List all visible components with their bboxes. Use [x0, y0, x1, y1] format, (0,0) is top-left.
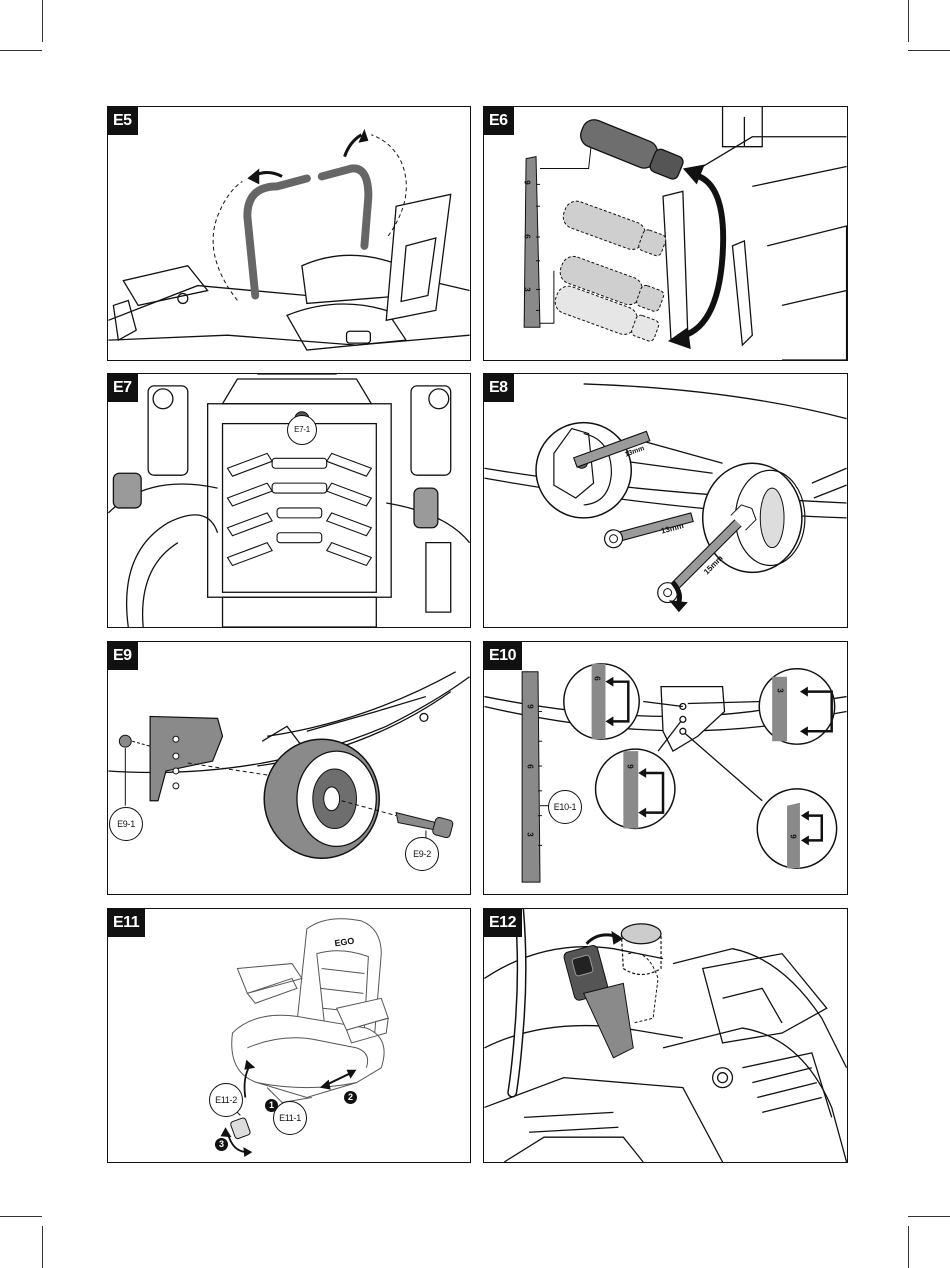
seat-logo: EGO	[334, 936, 355, 949]
scale-mark: 3	[525, 832, 535, 837]
figure-label: E8	[484, 374, 514, 402]
e6-illustration	[523, 107, 847, 360]
callout-e9-1: E9-1	[109, 807, 143, 841]
e10-illustration	[484, 663, 847, 883]
zoom-scale-mark: 9	[788, 834, 798, 839]
figure-e9: E9-1 E9-2 E9	[107, 641, 471, 895]
scale-mark: 9	[525, 704, 535, 709]
e7-illustration	[108, 374, 470, 627]
figure-label: E12	[484, 909, 522, 937]
figure-e11: EGO E11-2 E11-1 1 2 3 E11	[107, 908, 471, 1163]
crop-mark	[0, 1216, 42, 1217]
callout-e11-2: E11-2	[209, 1083, 243, 1117]
scale-mark: 3	[522, 287, 532, 292]
crop-mark	[908, 50, 950, 51]
e9-illustration	[108, 671, 470, 860]
crop-mark	[42, 1226, 43, 1268]
figure-label: E6	[484, 107, 514, 135]
scale-mark: 6	[525, 764, 535, 769]
crop-mark	[908, 1216, 950, 1217]
figure-e7: E7-1 E7	[107, 373, 471, 628]
e12-illustration	[484, 909, 847, 1162]
crop-mark	[908, 0, 909, 42]
crop-mark	[908, 1226, 909, 1268]
zoom-scale-mark: 9	[625, 764, 635, 769]
callout-e11-1: E11-1	[273, 1101, 307, 1135]
figure-e8: 13mm 13mm 15mm E8	[483, 373, 848, 628]
figure-label: E7	[108, 374, 138, 402]
callout-e9-2: E9-2	[405, 837, 439, 871]
figure-e12: E12	[483, 908, 848, 1163]
callout-e7-1: E7-1	[287, 415, 317, 445]
scale-mark: 9	[522, 180, 532, 185]
e11-illustration: EGO	[220, 918, 389, 1158]
e8-illustration	[484, 383, 847, 613]
crop-mark	[42, 0, 43, 42]
callout-e10-1: E10-1	[548, 790, 582, 824]
figure-label: E11	[108, 909, 146, 937]
figure-e6: 9 6 3 E6	[483, 106, 848, 361]
figure-label: E5	[108, 107, 138, 135]
e5-illustration	[108, 128, 470, 351]
scale-mark: 6	[522, 234, 532, 239]
figure-label: E9	[108, 642, 138, 670]
zoom-scale-mark: 6	[592, 676, 602, 681]
figure-e5: E5	[107, 106, 471, 361]
zoom-scale-mark: 3	[775, 688, 785, 693]
step-1-badge: 1	[265, 1099, 278, 1112]
crop-mark	[0, 50, 42, 51]
step-2-badge: 2	[344, 1091, 357, 1104]
figure-label: E10	[484, 642, 522, 670]
step-3-badge: 3	[215, 1138, 228, 1151]
figure-e10: 9 6 3 E10-1 6 3 9 9 E10	[483, 641, 848, 895]
